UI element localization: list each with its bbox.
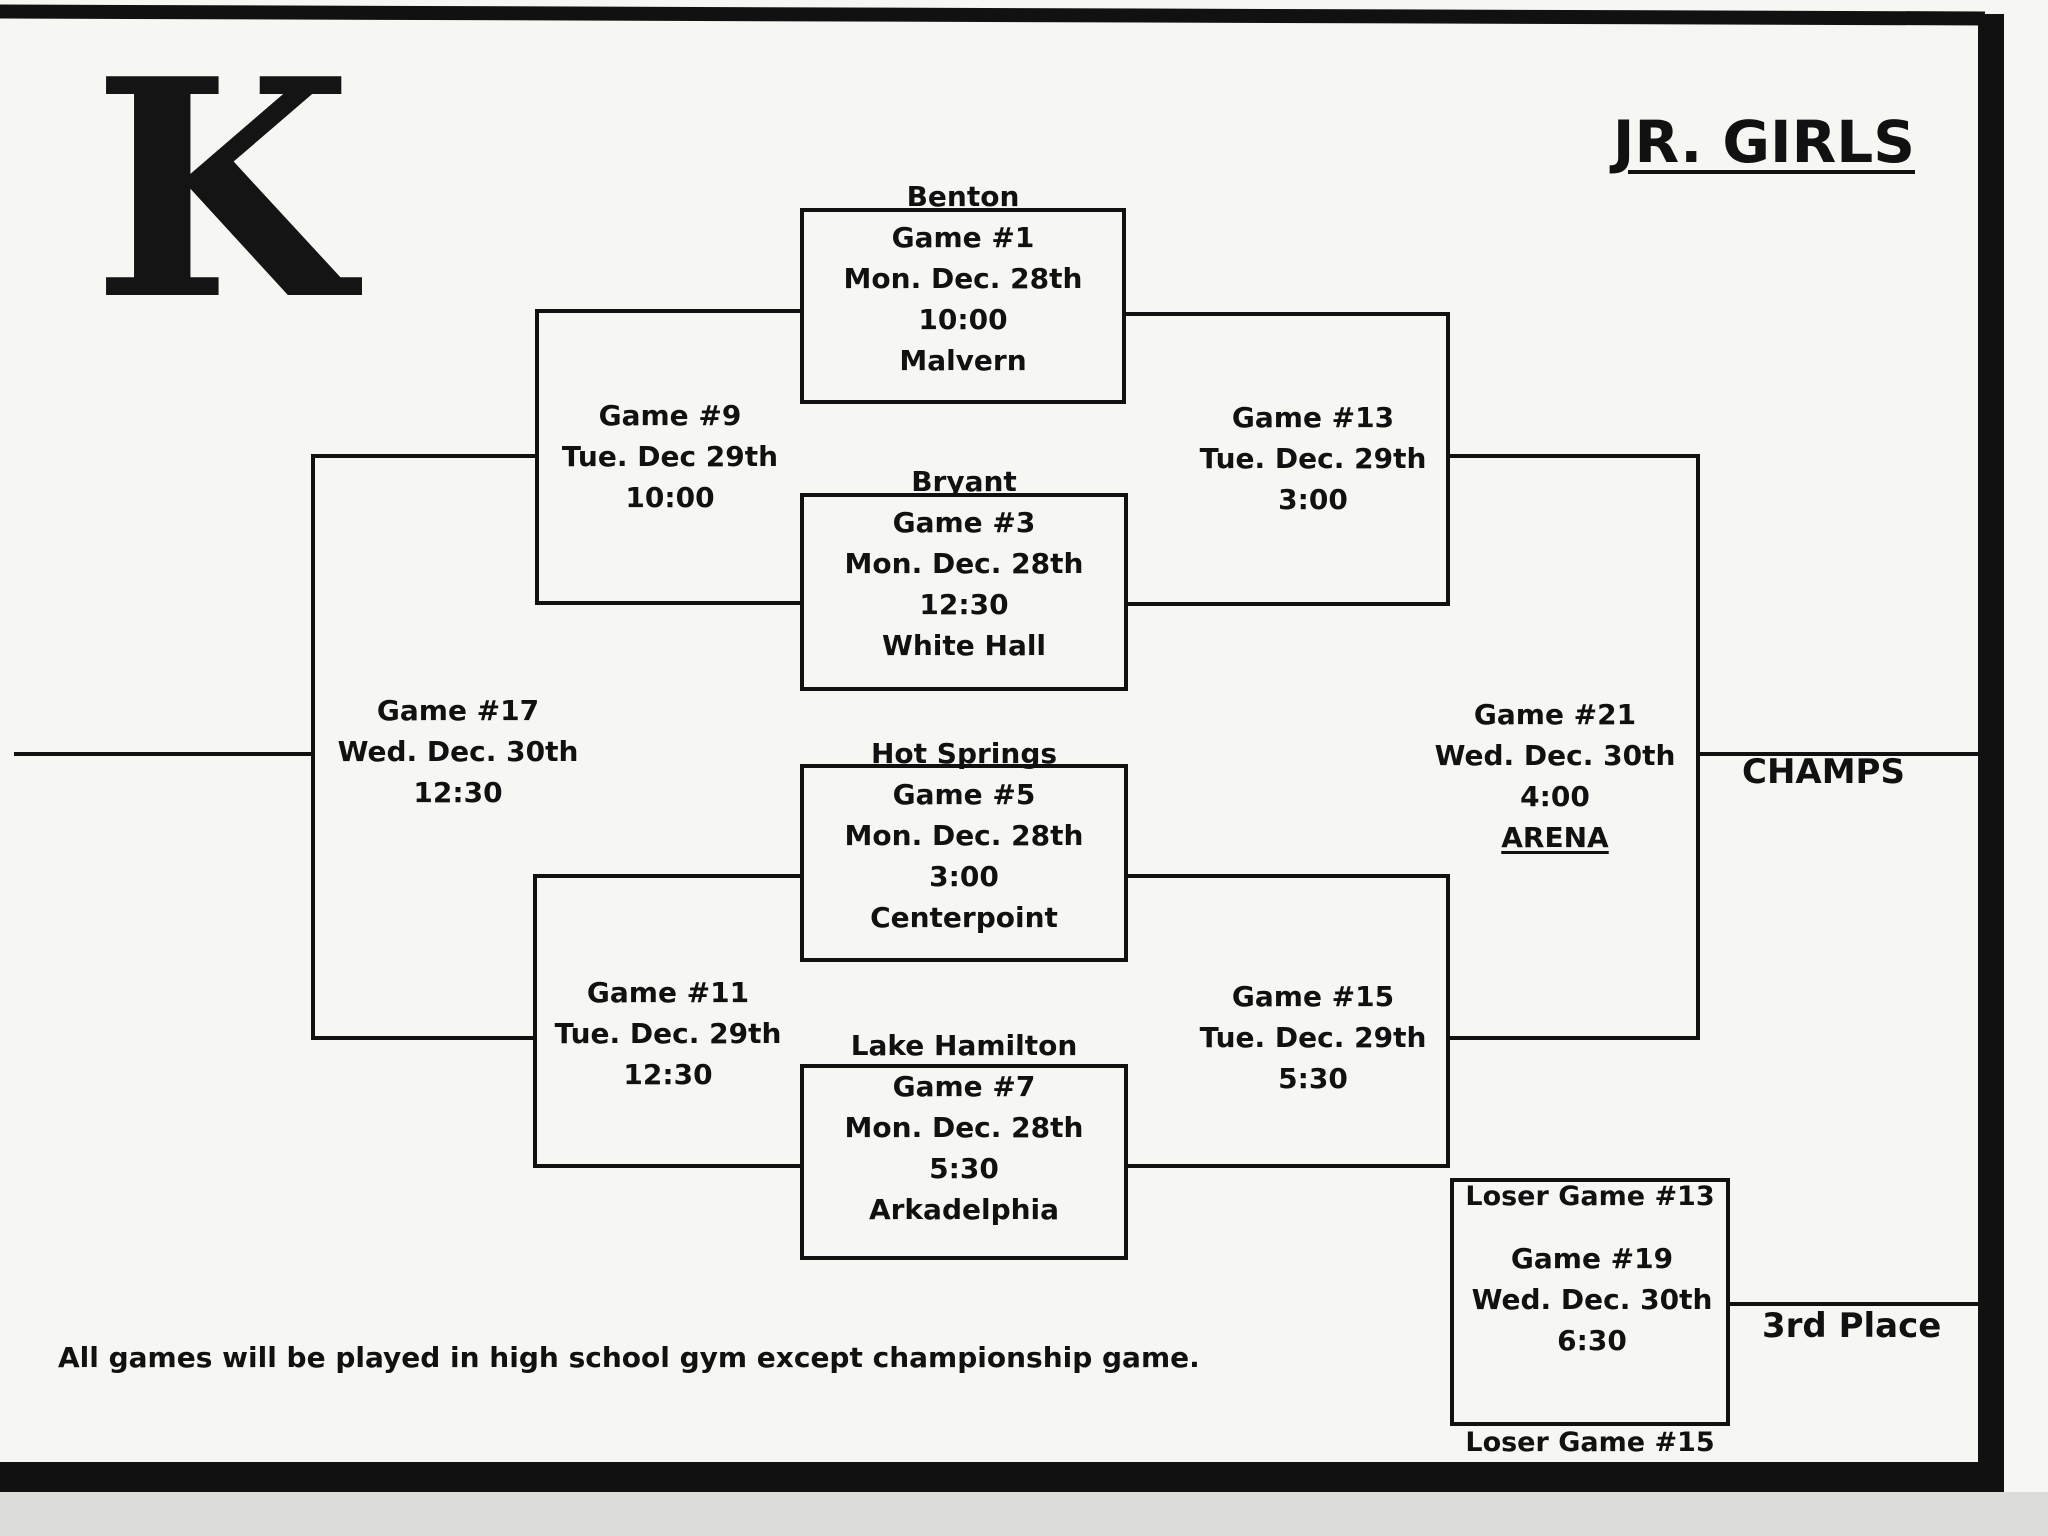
game-21-number: Game #21	[1473, 698, 1637, 731]
game-3-date: Mon. Dec. 28th	[844, 547, 1084, 580]
game-9-info: Game #9 Tue. Dec 29th 10:00	[540, 395, 800, 518]
game-5-time: 3:00	[929, 860, 999, 893]
venue-footnote: All games will be played in high school …	[58, 1341, 1200, 1374]
line-g11-to-g17	[311, 1036, 537, 1040]
game-21-info: Game #21 Wed. Dec. 30th 4:00 ARENA	[1410, 694, 1700, 858]
game-7-date: Mon. Dec. 28th	[844, 1111, 1084, 1144]
line-g15-to-g21	[1446, 1036, 1700, 1040]
game-13-info: Game #13 Tue. Dec. 29th 3:00	[1180, 397, 1446, 520]
game-1-info: Benton Game #1 Mon. Dec. 28th 10:00 Malv…	[800, 176, 1126, 381]
game-5-box	[800, 764, 1128, 962]
line-g17-output	[14, 752, 315, 756]
game-13-time: 3:00	[1278, 483, 1348, 516]
game-7-bottom-team: Arkadelphia	[868, 1193, 1060, 1226]
third-place-label: 3rd Place	[1762, 1306, 1942, 1346]
game-9-number: Game #9	[598, 399, 742, 432]
game-15-time: 5:30	[1278, 1062, 1348, 1095]
line-g5-to-g11	[533, 874, 802, 878]
game-7-top-team: Lake Hamilton	[850, 1029, 1078, 1062]
frame-bottom-border	[0, 1462, 2004, 1492]
game-19-date: Wed. Dec. 30th	[1471, 1283, 1713, 1316]
game-13-date: Tue. Dec. 29th	[1199, 442, 1427, 475]
game-1-bottom-team: Malvern	[899, 344, 1027, 377]
line-g13-to-g21	[1446, 454, 1700, 458]
line-g15-vertical	[1446, 874, 1450, 1168]
game-19-bottom-label: Loser Game #15	[1465, 1427, 1715, 1458]
game-21-time: 4:00	[1520, 780, 1590, 813]
game-9-time: 10:00	[625, 481, 715, 514]
line-g1-to-g9	[535, 309, 802, 313]
game-3-info: Bryant Game #3 Mon. Dec. 28th 12:30 Whit…	[800, 461, 1128, 666]
game-19-info: Game #19 Wed. Dec. 30th 6:30	[1454, 1238, 1730, 1361]
game-1-box	[800, 208, 1126, 404]
game-11-time: 12:30	[623, 1058, 713, 1091]
school-logo-k: K	[92, 13, 353, 366]
game-17-time: 12:30	[413, 776, 503, 809]
line-g1-to-g13	[1124, 312, 1450, 316]
game-11-date: Tue. Dec. 29th	[554, 1017, 782, 1050]
game-19-box	[1450, 1178, 1730, 1426]
game-17-number: Game #17	[376, 694, 540, 727]
game-11-number: Game #11	[586, 976, 750, 1009]
game-7-box	[800, 1064, 1128, 1260]
game-11-info: Game #11 Tue. Dec. 29th 12:30	[537, 972, 799, 1095]
game-1-top-team: Benton	[906, 180, 1020, 213]
line-g13-vertical	[1446, 312, 1450, 606]
line-g9-to-g17	[311, 454, 539, 458]
champs-label: CHAMPS	[1742, 752, 1905, 792]
game-3-box	[800, 493, 1128, 691]
bracket-title: JR. GIRLS	[1612, 108, 1915, 176]
line-champs	[1700, 752, 1980, 756]
game-15-info: Game #15 Tue. Dec. 29th 5:30	[1180, 976, 1446, 1099]
game-15-number: Game #15	[1231, 980, 1395, 1013]
frame-right-border	[1978, 14, 2004, 1496]
line-third-place	[1726, 1302, 1980, 1306]
game-19-top-label: Loser Game #13	[1465, 1181, 1715, 1212]
game-5-date: Mon. Dec. 28th	[844, 819, 1084, 852]
game-1-number: Game #1	[891, 221, 1035, 254]
game-19-number: Game #19	[1510, 1242, 1674, 1275]
line-g21-vertical	[1696, 454, 1700, 1040]
game-7-info: Lake Hamilton Game #7 Mon. Dec. 28th 5:3…	[800, 1025, 1128, 1230]
game-17-info: Game #17 Wed. Dec. 30th 12:30	[315, 690, 601, 813]
game-21-venue: ARENA	[1501, 821, 1609, 854]
game-7-time: 5:30	[929, 1152, 999, 1185]
line-g5-to-g15	[1124, 874, 1450, 878]
line-g11-vertical	[533, 874, 537, 1168]
game-1-time: 10:00	[918, 303, 1008, 336]
line-g7-to-g15	[1124, 1164, 1450, 1168]
game-19-time: 6:30	[1557, 1324, 1627, 1357]
game-5-info: Hot Springs Game #5 Mon. Dec. 28th 3:00 …	[800, 733, 1128, 938]
game-7-number: Game #7	[892, 1070, 1036, 1103]
game-3-time: 12:30	[919, 588, 1009, 621]
game-5-number: Game #5	[892, 778, 1036, 811]
game-15-date: Tue. Dec. 29th	[1199, 1021, 1427, 1054]
game-13-number: Game #13	[1231, 401, 1395, 434]
game-3-top-team: Bryant	[911, 465, 1017, 498]
game-3-number: Game #3	[892, 506, 1036, 539]
game-5-bottom-team: Centerpoint	[870, 901, 1058, 934]
game-5-top-team: Hot Springs	[870, 737, 1058, 770]
game-21-date: Wed. Dec. 30th	[1434, 739, 1676, 772]
game-17-date: Wed. Dec. 30th	[337, 735, 579, 768]
game-9-date: Tue. Dec 29th	[561, 440, 779, 473]
line-g17-vertical	[311, 454, 315, 1040]
line-g3-to-g9	[535, 601, 802, 605]
table-surface	[0, 1492, 2048, 1536]
game-3-bottom-team: White Hall	[881, 629, 1047, 662]
line-g3-to-g13	[1124, 602, 1450, 606]
game-1-date: Mon. Dec. 28th	[843, 262, 1083, 295]
line-g7-to-g11	[533, 1164, 802, 1168]
